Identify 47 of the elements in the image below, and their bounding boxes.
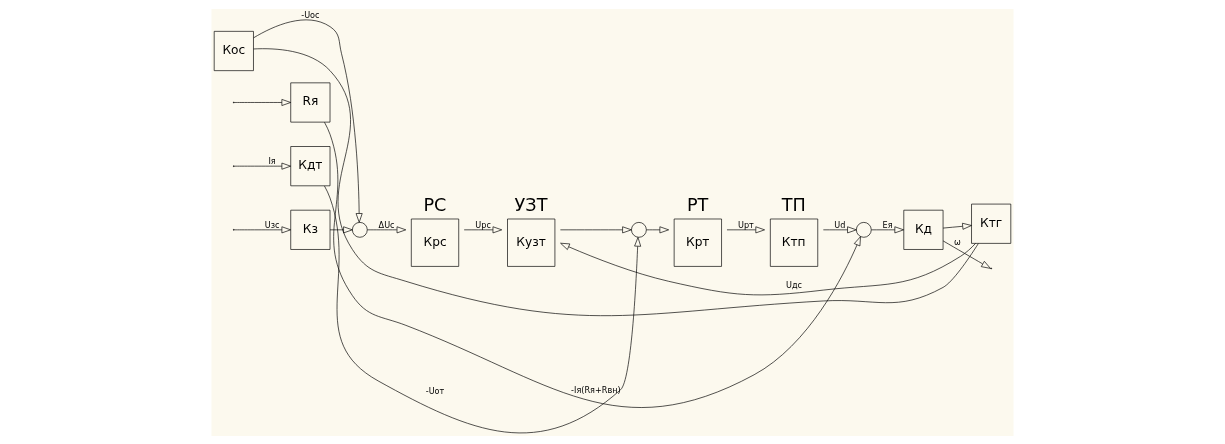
node-circle (352, 221, 368, 238)
arrow (324, 185, 642, 433)
edge-label: Uзс (264, 219, 280, 230)
node-circle (856, 221, 872, 238)
node-circle (631, 221, 647, 238)
arrow (367, 225, 407, 233)
arrow (560, 242, 976, 295)
arrow (871, 225, 904, 233)
arrow (329, 225, 353, 233)
node-box: Ктп (770, 218, 819, 267)
node-label: РТ (687, 194, 709, 215)
edge-label: ω (953, 236, 961, 247)
arrow (253, 19, 363, 223)
node-label: ТП (781, 194, 806, 215)
edge-label: Uрт (738, 219, 754, 230)
node-label: УЗТ (514, 194, 548, 215)
arrow (463, 225, 503, 233)
edge-label: Uдс (786, 279, 803, 290)
arrow (942, 240, 991, 269)
arrow (823, 225, 857, 233)
arrow (234, 162, 291, 170)
node-box: Кз (290, 209, 331, 250)
edge-label: ΔUс (378, 219, 395, 230)
edge-label: Ud (834, 219, 846, 230)
edge-label: -Iя(Rя+Rвн) (571, 384, 621, 395)
edge-label: -Uот (425, 385, 445, 396)
arrow (726, 225, 765, 233)
node-box: Кд (903, 209, 944, 250)
edge-label: Iя (268, 155, 276, 166)
arrow (942, 222, 972, 230)
arrow (324, 121, 861, 408)
node-label: РС (423, 194, 447, 215)
arrow (646, 225, 669, 233)
arrow (560, 225, 632, 233)
node-box: Ктг (971, 203, 1012, 244)
node-box: Крс (410, 218, 460, 267)
edge-label: -Uос (301, 9, 320, 20)
node-box: Кос (213, 30, 254, 71)
edge-label: Eя (882, 219, 893, 230)
arrow (234, 98, 291, 106)
edge-label: Uрс (475, 219, 491, 230)
node-box: Кдт (290, 145, 331, 186)
node-box: Крт (673, 218, 722, 267)
connector (253, 47, 979, 316)
node-box: Rя (290, 82, 331, 122)
node-box: Кузт (507, 218, 556, 267)
arrow (234, 225, 291, 233)
